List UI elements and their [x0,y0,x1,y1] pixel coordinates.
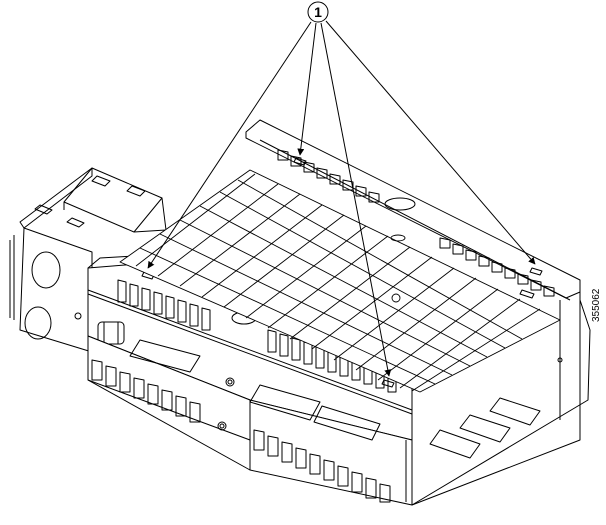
lower-chassis [87,299,591,506]
callout-leaders [147,20,536,377]
callout-number-1: 1 [314,4,322,20]
right-end-plate [411,292,581,506]
callout-circle [307,1,329,23]
figure-id: 355062 [591,288,602,322]
grid-floor [119,169,561,393]
